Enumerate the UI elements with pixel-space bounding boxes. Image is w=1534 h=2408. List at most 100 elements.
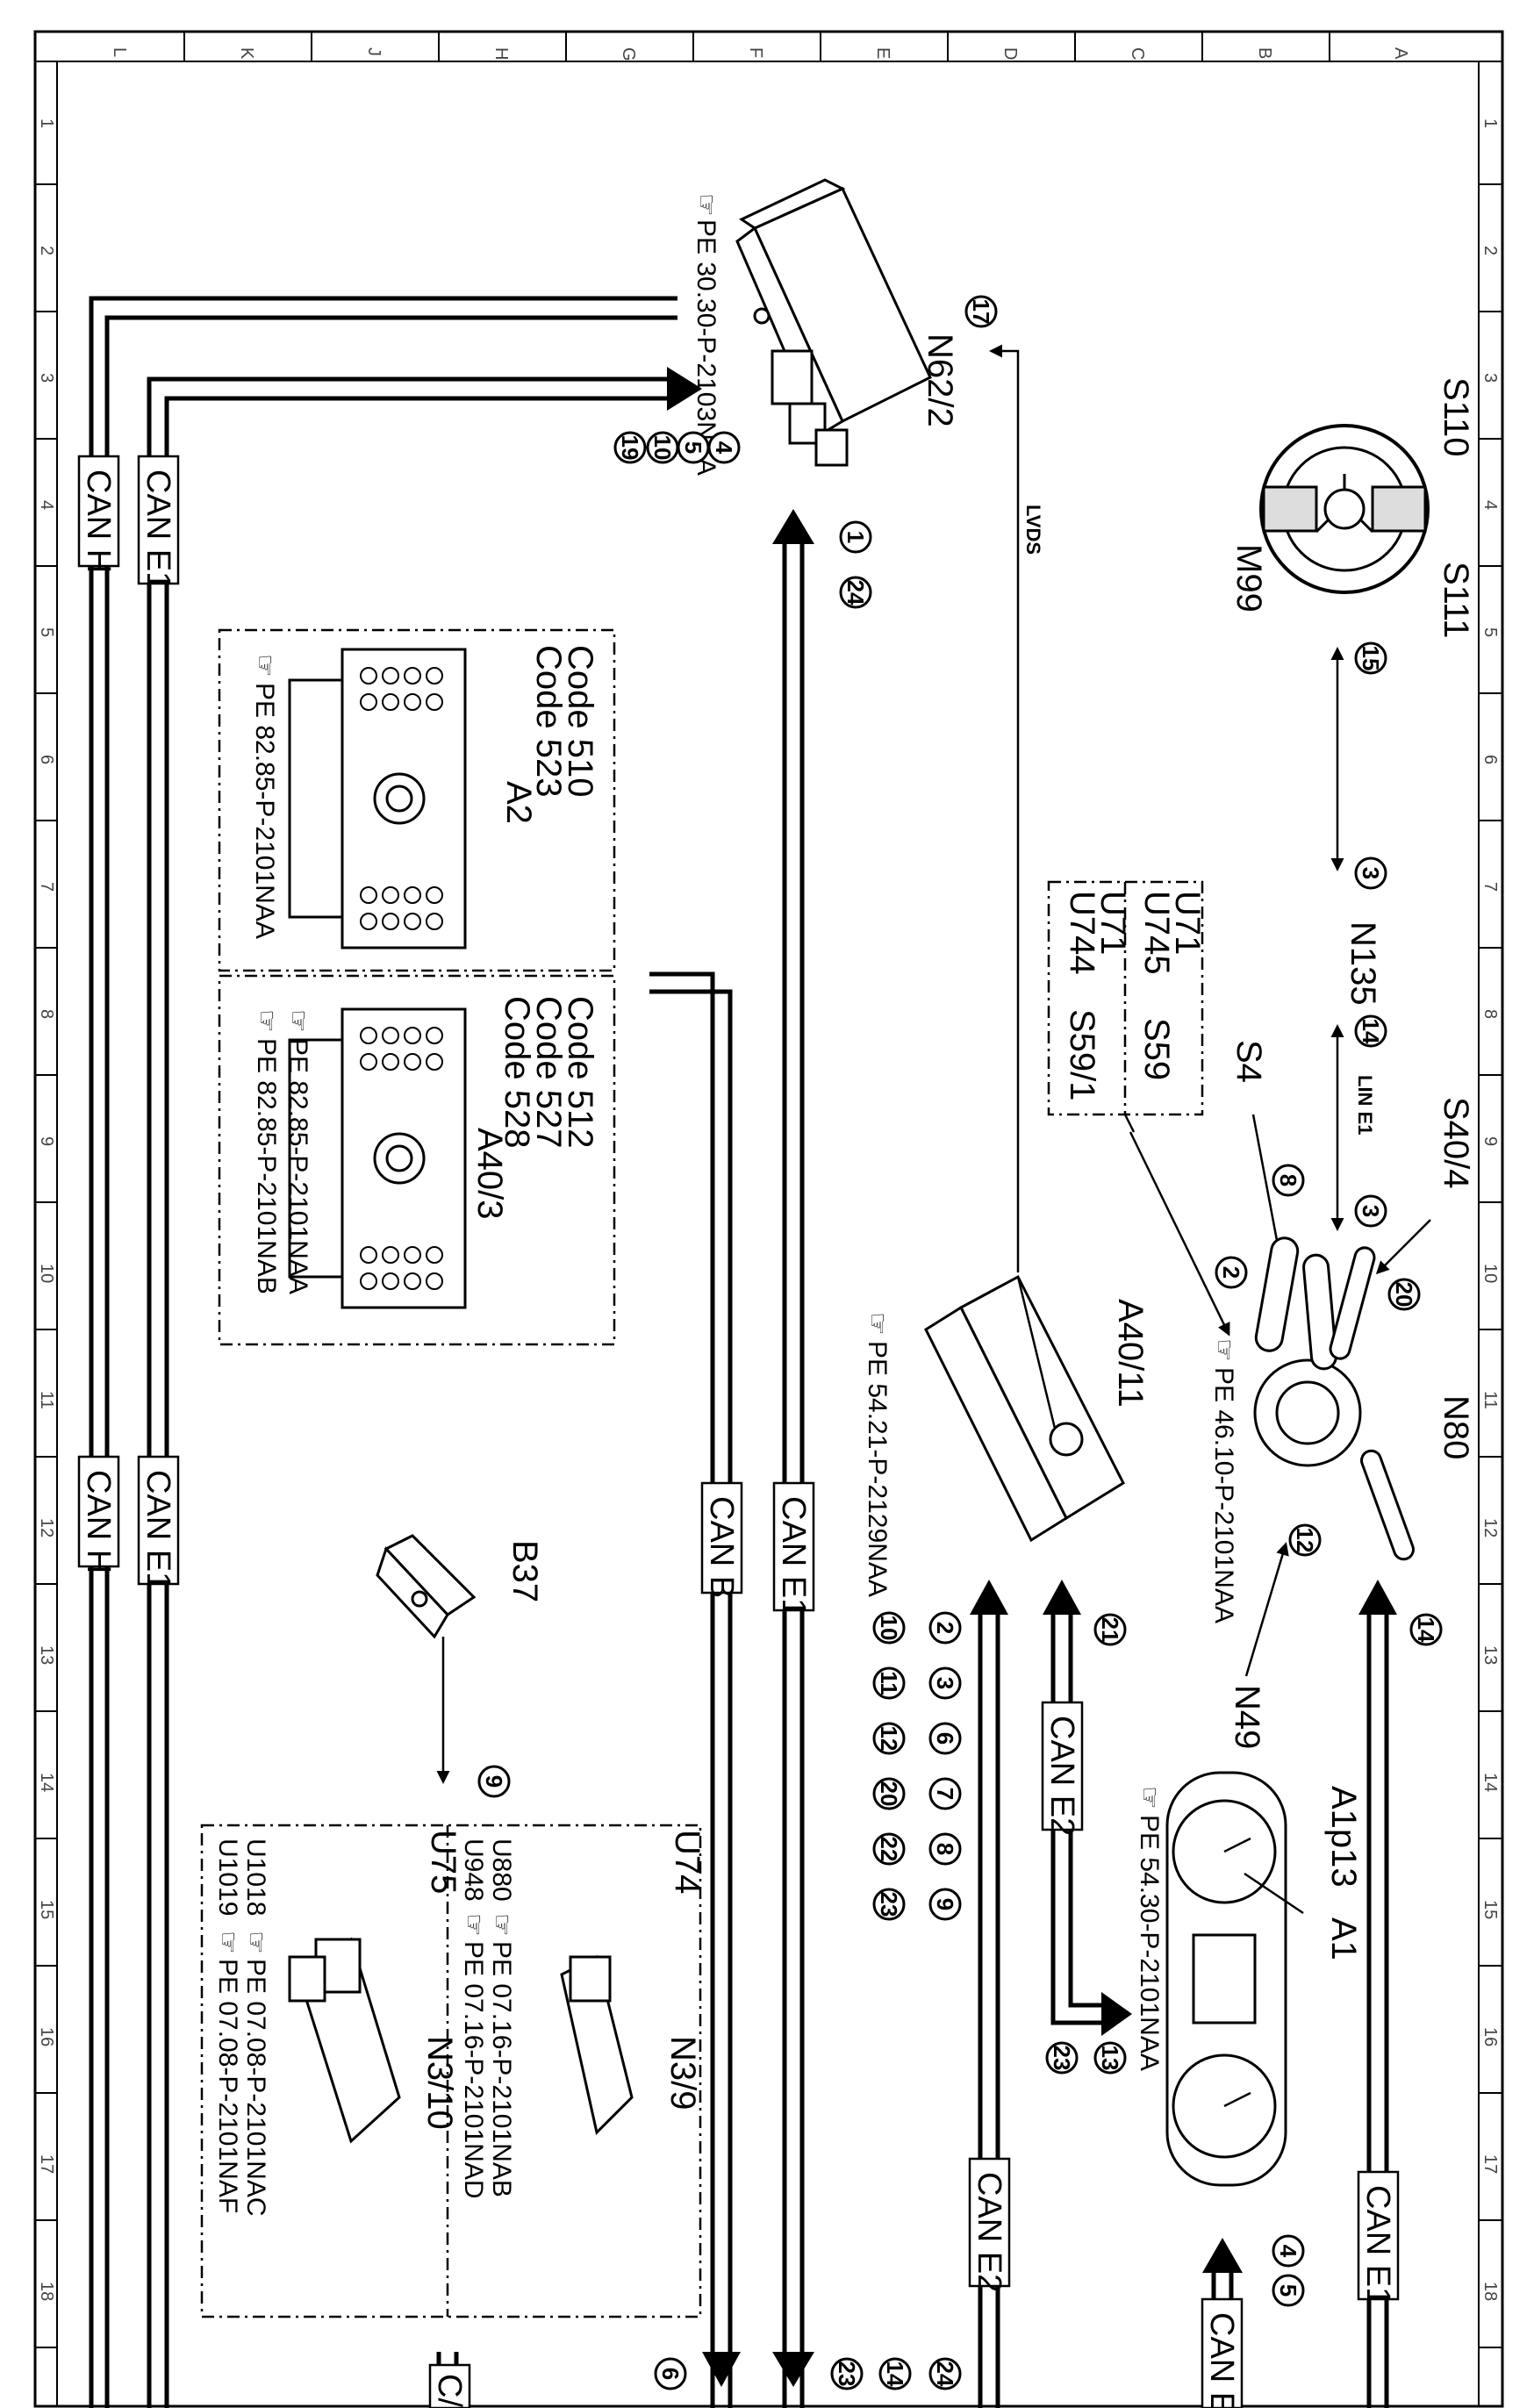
s111-label: S111	[1437, 562, 1475, 638]
n80-label: N80	[1437, 1395, 1475, 1459]
callout-number: 2	[1218, 1266, 1244, 1279]
doc-ref-icon: ☞	[863, 1312, 892, 1336]
u74-label: U74	[668, 1830, 706, 1894]
can-e2-label: CAN E2	[1203, 2312, 1240, 2408]
can-c-cut: C/	[428, 2352, 471, 2408]
n3-10-ref-b: PE 07.08-P-2101NAF	[213, 1959, 242, 2213]
u880-label: U880	[487, 1838, 516, 1902]
a40-11-camera: A40/11 ☞ PE 54.21-P-2129NAA	[863, 1274, 1150, 1597]
u745-label: U745	[1137, 891, 1176, 975]
code-512-label: Code 512	[561, 996, 599, 1148]
callout-number: 23	[1049, 2046, 1075, 2071]
doc-ref-icon: ☞	[252, 1009, 281, 1033]
grid-row-label: 6	[37, 755, 56, 764]
callout-number: 8	[1275, 1174, 1301, 1186]
can-e1-label: CAN E1	[140, 469, 176, 590]
grid-row-label: 11	[1480, 1391, 1500, 1409]
b37-sensor: B37 9	[376, 1534, 544, 1798]
can-e1-label: CAN E1	[1359, 2185, 1396, 2305]
callout-number: 6	[932, 1732, 958, 1745]
code-528-label: Code 528	[498, 996, 536, 1148]
doc-ref-icon: ☞	[459, 1913, 488, 1937]
doc-ref-icon: ☞	[692, 193, 720, 217]
can-b-bus: CAN B	[649, 971, 743, 2408]
grid-row-label: 16	[37, 2027, 56, 2046]
callout-number: 14	[1413, 1617, 1439, 1643]
callout-number: 22	[876, 1837, 902, 1862]
a40-3-ref-a: PE 82.85-P-2101NAA	[283, 1038, 312, 1294]
grid-row-label: 7	[1480, 882, 1500, 892]
lvds-label: LVDS	[1022, 505, 1044, 555]
grid-row-label: 7	[37, 882, 56, 892]
callout-number: 24	[932, 2361, 958, 2387]
s4-s40-labels: S4 S40/4 8 20	[1229, 1040, 1475, 1311]
lin-e1-label: LIN E1	[1354, 1075, 1376, 1135]
grid-col-label: G	[619, 47, 638, 61]
grid-row-label: 12	[37, 1518, 56, 1537]
doc-ref-icon: ☞	[241, 1931, 270, 1954]
grid-row-label: 2	[37, 246, 56, 255]
grid-row-label: 1	[37, 118, 56, 128]
grid-row-label: 12	[1480, 1518, 1500, 1537]
n80-ref: PE 46.10-P-2101NAA	[1209, 1367, 1238, 1623]
callout-number: 24	[842, 580, 869, 606]
grid-row-label: 15	[37, 1900, 56, 1919]
n3-9-ref-a: PE 07.16-P-2101NAB	[487, 1941, 516, 2197]
grid-row-label: 18	[37, 2282, 56, 2301]
n135-label: N135	[1344, 921, 1382, 1006]
b37-label: B37	[505, 1540, 544, 1602]
grid-row-label: 6	[1480, 755, 1500, 764]
code-523-label: Code 523	[529, 645, 568, 797]
callout-number: 3	[1358, 867, 1384, 879]
grid-row-label: 1	[1480, 118, 1500, 128]
callout-number: 20	[1391, 1282, 1417, 1308]
u1019-label: U1019	[213, 1838, 242, 1916]
grid-col-label: E	[873, 47, 892, 59]
callout-number: 9	[932, 1898, 958, 1910]
can-e1-right: 14 CAN E1	[1357, 1580, 1443, 2408]
a40-3-label: A40/3	[470, 1128, 509, 1220]
grid-col-label: D	[1000, 47, 1020, 60]
grid-col-label: A	[1391, 47, 1410, 60]
can-h-label: CAN H	[80, 1470, 117, 1573]
callout-number: 3	[1358, 1205, 1384, 1217]
can-h-label: CAN H	[80, 469, 117, 573]
m99-label: M99	[1229, 544, 1268, 613]
grid-row-label: 5	[1480, 627, 1500, 637]
doc-ref-icon: ☞	[1135, 1786, 1164, 1810]
grid-col-label: L	[110, 47, 129, 57]
grid-row-label: 4	[1480, 500, 1500, 510]
grid-row-label: 10	[37, 1264, 56, 1283]
grid-row-label: 5	[37, 627, 56, 637]
callout-number: 9	[481, 1775, 507, 1788]
grid-row-label: 9	[1480, 1136, 1500, 1146]
s59-1-label: S59/1	[1063, 1009, 1101, 1101]
callout-number: 6	[657, 2368, 684, 2380]
callout-number: 4	[1275, 2245, 1301, 2258]
grid-row-label: 17	[1480, 2154, 1500, 2174]
doc-ref-icon: ☞	[213, 1931, 242, 1954]
callout-number: 5	[1275, 2284, 1301, 2297]
grid-row-label: 9	[37, 1136, 56, 1146]
callout-number: 12	[1292, 1528, 1318, 1553]
callout-number: 17	[968, 299, 994, 325]
callout-number: 5	[680, 441, 706, 454]
grid-row-label: 8	[37, 1009, 56, 1019]
a1p13-label: A1p13	[1324, 1786, 1363, 1888]
lvds-line: LVDS	[989, 344, 1044, 1272]
callout-number: 12	[876, 1726, 902, 1752]
n3-10-label: N3/10	[420, 2036, 459, 2130]
grid-row-label: 2	[1480, 246, 1500, 255]
callout-number: 1	[842, 531, 869, 543]
grid-row-label: 4	[37, 500, 56, 510]
bottom-callouts: 6 23 14 24	[654, 2357, 962, 2390]
callout-number: 19	[617, 435, 643, 461]
n3-10-ref-a: PE 07.08-P-2101NAC	[241, 1959, 270, 2217]
grid-row-label: 13	[1480, 1645, 1500, 1665]
u75-label: U75	[424, 1830, 462, 1894]
callout-number: 10	[876, 1616, 902, 1641]
grid-row-label: 15	[1480, 1900, 1500, 1919]
engine-ecu-group: U74 N3/9 U880 ☞ PE 07.16-P-2101NAB U948 …	[200, 1824, 706, 2318]
grid-col-label: H	[491, 47, 511, 60]
